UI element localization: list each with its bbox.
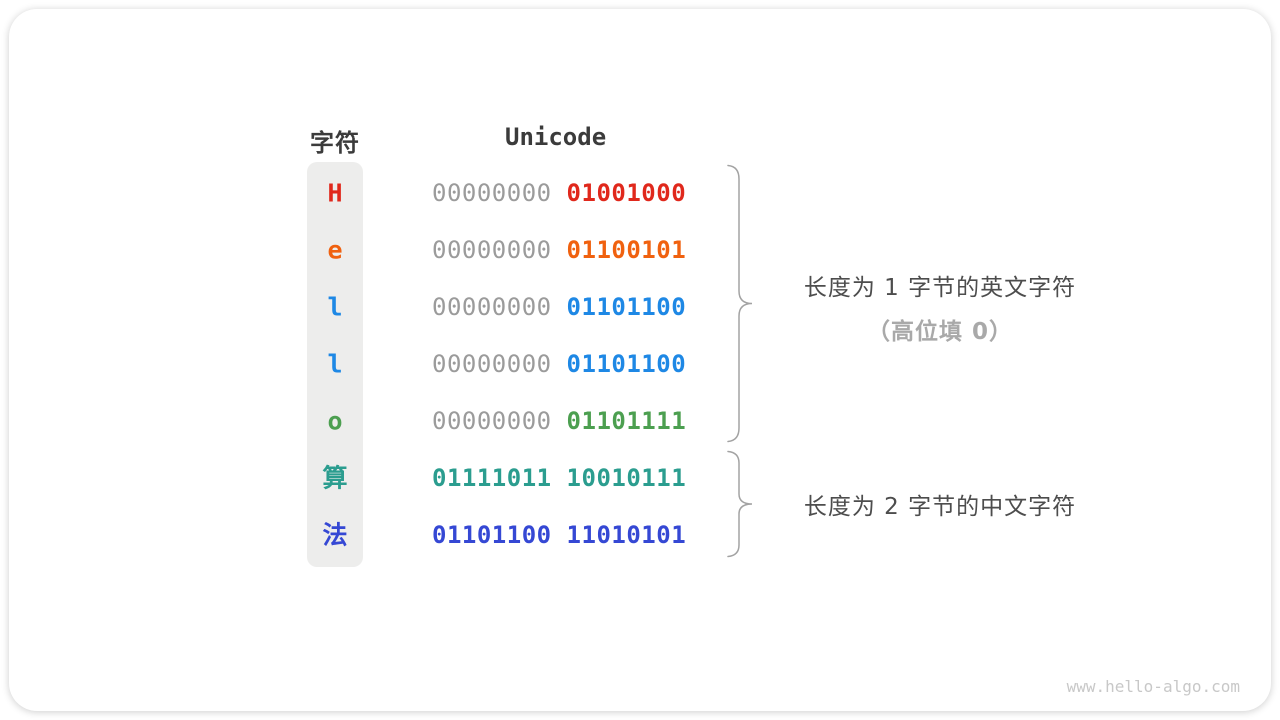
figure-card: 字符 Unicode H 00000000 01001000 e 00000000 0… xyxy=(9,9,1271,711)
curly-brace-2byte-group xyxy=(727,450,753,558)
binary-value: 01111011 10010111 xyxy=(432,466,686,490)
binary-bits: 01101100 11010101 xyxy=(432,521,687,549)
column-header-char: 字符 xyxy=(310,129,360,157)
character-cell: l xyxy=(327,292,343,322)
binary-prefix: 00000000 xyxy=(432,236,567,264)
binary-value: 00000000 01101111 xyxy=(432,409,686,433)
binary-value: 00000000 01101100 xyxy=(432,295,686,319)
watermark: www.hello-algo.com xyxy=(1066,677,1240,696)
annotation-2byte-text: 长度为 2 字节的中文字符 xyxy=(803,494,1077,520)
character-column-background xyxy=(307,162,363,567)
column-header-unicode: Unicode xyxy=(505,123,607,151)
binary-bits: 01111011 10010111 xyxy=(432,464,687,492)
curly-brace-1byte-group xyxy=(727,164,753,443)
binary-prefix: 00000000 xyxy=(432,350,567,378)
annotation-1byte-text: 长度为 1 字节的英文字符 xyxy=(803,275,1077,301)
binary-value: 00000000 01100101 xyxy=(432,238,686,262)
binary-prefix: 00000000 xyxy=(432,179,567,207)
binary-value: 01101100 11010101 xyxy=(432,523,686,547)
binary-prefix: 00000000 xyxy=(432,293,567,321)
annotation-2byte: 长度为 2 字节的中文字符 xyxy=(760,487,1120,521)
binary-bits: 01101100 xyxy=(566,293,687,321)
character-cell: e xyxy=(327,235,343,265)
binary-value: 00000000 01101100 xyxy=(432,352,686,376)
character-cell: l xyxy=(327,349,343,379)
binary-bits: 01001000 xyxy=(566,179,687,207)
binary-bits: 01101100 xyxy=(566,350,687,378)
binary-value: 00000000 01001000 xyxy=(432,181,686,205)
binary-prefix: 00000000 xyxy=(432,407,567,435)
annotation-1byte: 长度为 1 字节的英文字符 （高位填 0） xyxy=(760,268,1120,346)
binary-bits: 01100101 xyxy=(566,236,687,264)
character-cell: 算 xyxy=(322,463,348,493)
character-cell: 法 xyxy=(322,520,348,550)
character-cell: H xyxy=(327,178,343,208)
annotation-1byte-note: （高位填 0） xyxy=(866,319,1013,345)
character-cell: o xyxy=(327,406,343,436)
binary-bits: 01101111 xyxy=(566,407,687,435)
